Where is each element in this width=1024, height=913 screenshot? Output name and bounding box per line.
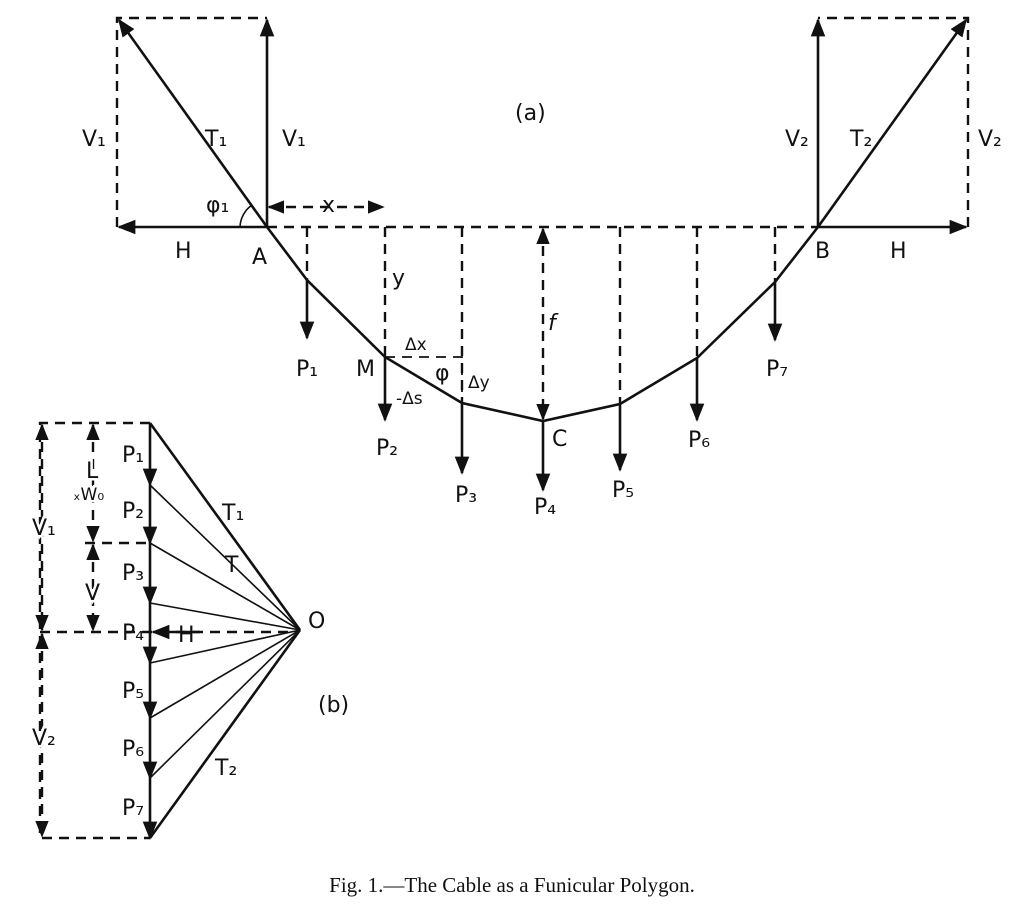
load-label-p3: P₃ — [455, 483, 477, 508]
element-triangle — [385, 356, 463, 403]
v-total-box — [38, 421, 150, 840]
v2-outer-label: V₂ — [978, 127, 1002, 152]
part-a-label: (a) — [515, 101, 546, 126]
load-label-p7: P₇ — [766, 357, 788, 382]
t1-arrow — [117, 18, 269, 228]
v1-outer-label: V₁ — [82, 127, 106, 152]
pole-o-label: O — [308, 609, 325, 634]
support-b-label: B — [815, 239, 830, 264]
dy-label: Δy — [468, 373, 490, 393]
point-m-label: M — [356, 357, 375, 382]
f-label: f — [548, 311, 559, 336]
v2-inner-label: V₂ — [785, 127, 809, 152]
phi-label: φ — [435, 361, 450, 386]
poly-label-p2: P₂ — [122, 499, 144, 524]
load-label-p6: P₆ — [688, 428, 710, 453]
ds-label: -Δs — [396, 389, 423, 409]
poly-label-p3: P₃ — [122, 561, 144, 586]
t2-label: T₂ — [849, 127, 872, 152]
load-arrows — [299, 227, 783, 492]
phi1-arc — [239, 204, 253, 228]
x-label: x — [322, 193, 335, 218]
ray-t1-label: T₁ — [221, 501, 244, 526]
v-label-b: V — [85, 581, 100, 606]
point-c-label: C — [552, 427, 567, 452]
h-label-b: H — [178, 623, 195, 648]
cable-diagram-a: (a) V₁ T₁ V₁ φ₁ H A x y f V₂ T₂ V₂ B H M… — [82, 16, 1002, 520]
load-label-p1: P₁ — [296, 357, 318, 382]
v2-label-b: V₂ — [32, 726, 56, 751]
y-label: y — [392, 266, 405, 291]
support-a-label: A — [252, 245, 267, 270]
load-label-p5: P₅ — [612, 478, 634, 503]
t1-label: T₁ — [204, 127, 227, 152]
h-left-label: H — [175, 239, 192, 264]
poly-label-p7: P₇ — [122, 796, 144, 821]
poly-label-p5: P₅ — [122, 679, 144, 704]
t2-arrow — [816, 18, 968, 228]
dx-label: Δx — [405, 335, 427, 355]
ray-t-label: T — [224, 553, 239, 578]
ray-t2-label: T₂ — [214, 756, 237, 781]
load-label-p4: P₄ — [534, 495, 556, 520]
figure-caption: Fig. 1.—The Cable as a Funicular Polygon… — [329, 873, 695, 897]
poly-label-p1: P₁ — [122, 443, 144, 468]
v1-label-b: V₁ — [32, 516, 56, 541]
poly-label-p6: P₆ — [122, 737, 144, 762]
poly-label-p4: P₄ — [122, 621, 144, 646]
right-force-box — [818, 16, 970, 227]
h-right-label: H — [890, 239, 907, 264]
force-polygon-b: P₁ P₂ P₃ P₄ P₅ P₆ P₇ T₁ T T₂ O H V₁ V V₂… — [30, 421, 349, 840]
v1-inner-label: V₁ — [282, 127, 306, 152]
load-label-p2: P₂ — [376, 436, 398, 461]
rays — [148, 422, 302, 839]
left-force-box — [115, 16, 267, 227]
w-label-b: ₓW₀ — [73, 485, 104, 505]
part-b-label: (b) — [318, 693, 349, 718]
phi1-label: φ₁ — [206, 193, 229, 218]
l-label-b: L — [86, 459, 99, 484]
